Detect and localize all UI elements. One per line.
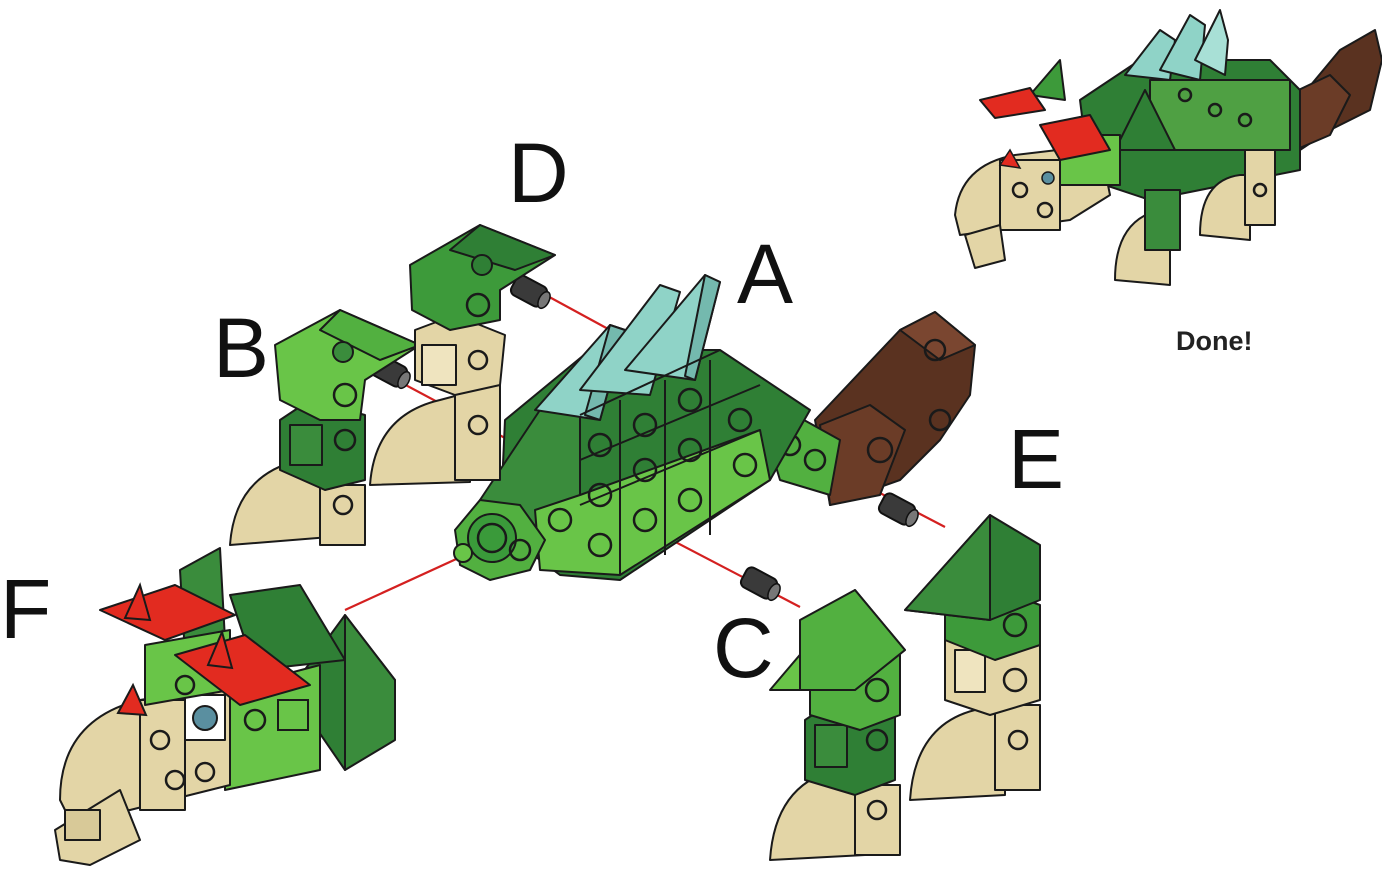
label-e: E	[1008, 412, 1064, 506]
completed-dinosaur	[954, 9, 1382, 286]
label-a: A	[737, 227, 793, 321]
part-a-body	[453, 274, 976, 581]
done-label: Done!	[1176, 326, 1253, 356]
part-c-back-leg	[769, 589, 906, 861]
part-d-front-leg	[369, 224, 556, 486]
label-c: C	[713, 601, 774, 695]
part-e-back-leg	[904, 514, 1041, 801]
pin-d	[509, 274, 551, 310]
label-d: D	[508, 126, 569, 220]
pin-e	[877, 492, 919, 528]
label-b: B	[213, 301, 269, 395]
part-b-front-leg	[229, 309, 421, 546]
pin-c	[739, 566, 781, 602]
part-f-head	[54, 547, 396, 866]
label-f: F	[0, 562, 51, 656]
